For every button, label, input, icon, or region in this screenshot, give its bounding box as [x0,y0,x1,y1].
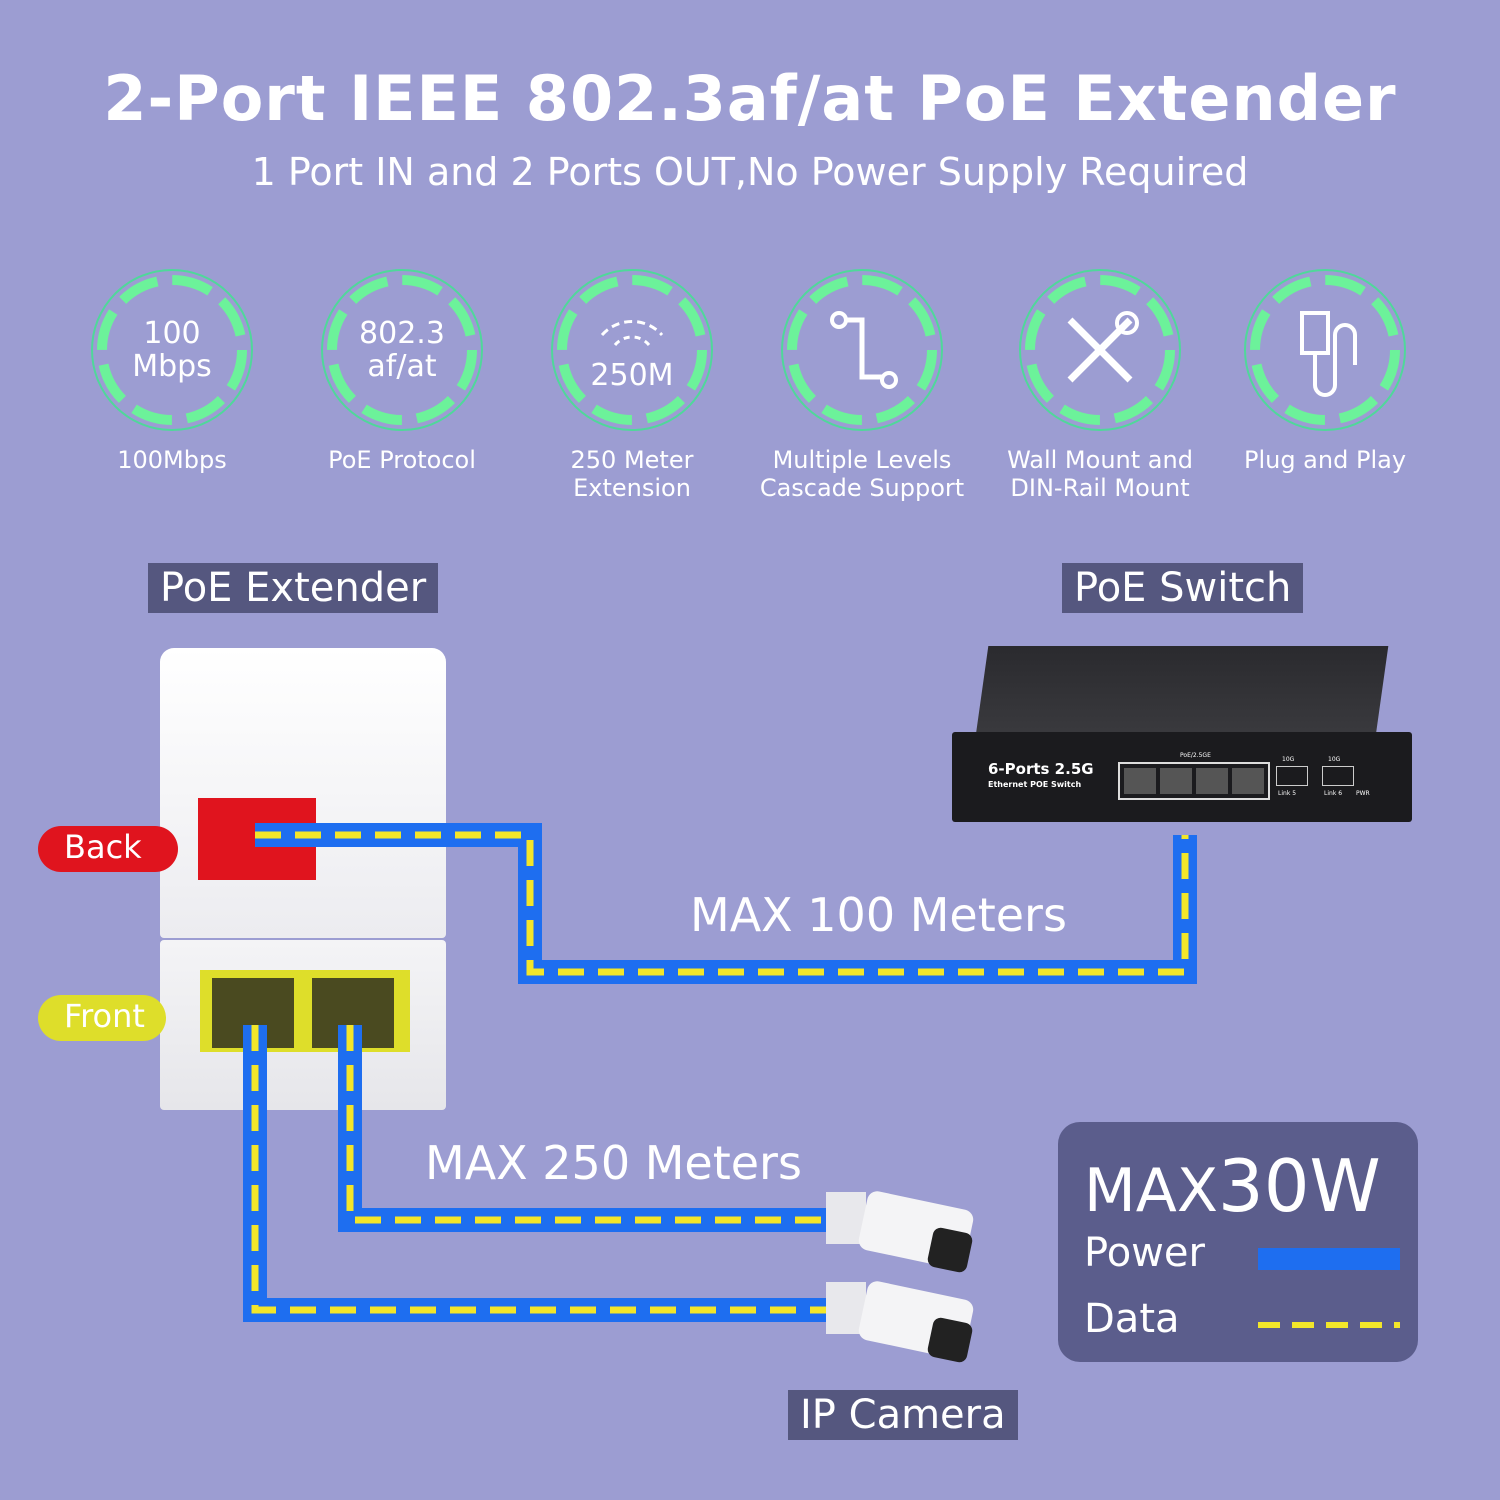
power-swatch [1258,1248,1400,1270]
front-ports [200,970,410,1052]
feature-label: PoE Protocol [328,446,476,474]
page-subtitle: 1 Port IN and 2 Ports OUT,No Power Suppl… [251,150,1249,194]
ring-icon [91,269,253,431]
data-swatch [1258,1322,1400,1328]
front-label: Front [38,995,166,1041]
tools-icon [1019,269,1181,431]
poe-switch: 6-Ports 2.5G Ethernet POE Switch PoE/2.5… [952,646,1412,822]
sfp-port [1276,766,1308,786]
back-label: Back [38,826,178,872]
rj45-port [1124,768,1156,794]
feature-ring: 250M [547,265,717,435]
cable-to-camera-1 [338,1025,830,1232]
extender-label: PoE Extender [148,563,439,613]
feature-label: DIN-Rail Mount [1010,473,1190,502]
feature-ring [1015,265,1185,435]
feature-value: 100 [143,316,201,351]
data-line [346,1025,830,1224]
feature-label: Plug and Play [1243,446,1407,474]
pwr-label: PWR [1356,790,1370,797]
plug-icon [1244,269,1406,431]
camera-label: IP Camera [788,1390,1018,1440]
legend-watt: 30W [1217,1144,1381,1228]
rj45-port [1232,768,1264,794]
switch-label: PoE Switch [1062,563,1304,613]
sfp-label: 10G [1282,756,1295,763]
feature-ring [777,265,947,435]
signal-arc-icon [551,269,713,431]
sfp-port [1322,766,1354,786]
feature-label: 250 Meter [570,446,694,474]
legend-power: Power [1084,1230,1205,1276]
max-100-label: MAX 100 Meters [690,888,1067,942]
feature-value: 250M [590,357,674,393]
legend-max: MAX [1084,1156,1218,1226]
switch-model: 6-Ports 2.5G [988,760,1094,778]
ring-icon [321,269,483,431]
legend: MAX30W Power Data [1058,1122,1418,1362]
switch-desc: Ethernet POE Switch [988,780,1082,789]
feature-label: 100Mbps [117,446,227,474]
feature-unit: Mbps [132,349,212,384]
data-line [255,831,1189,976]
data-line [251,1025,830,1314]
ip-camera-2 [826,1281,974,1363]
switch-ports [1118,762,1270,800]
port-group-label: PoE/2.5GE [1180,752,1211,759]
feature-ring [1240,265,1410,435]
feature-label: Wall Mount and [1007,446,1193,474]
feature-label: Multiple Levels [772,446,952,474]
link-label: Link 5 [1278,790,1297,797]
feature-item: Plug and Play [1210,265,1440,475]
sfp-label: 10G [1328,756,1341,763]
page-title: 2-Port IEEE 802.3af/at PoE Extender [103,62,1397,135]
feature-label: Cascade Support [759,473,965,502]
link-label: Link 6 [1324,790,1343,797]
ip-camera-1 [826,1191,974,1273]
rj45-port [1196,768,1228,794]
feature-unit: af/at [367,349,437,384]
legend-data: Data [1084,1296,1180,1342]
cascade-icon [781,269,943,431]
max-250-label: MAX 250 Meters [425,1136,802,1190]
poe-extender [160,648,446,1110]
feature-label: Extension [573,473,691,502]
feature-value: 802.3 [359,316,445,351]
rj45-port [1160,768,1192,794]
